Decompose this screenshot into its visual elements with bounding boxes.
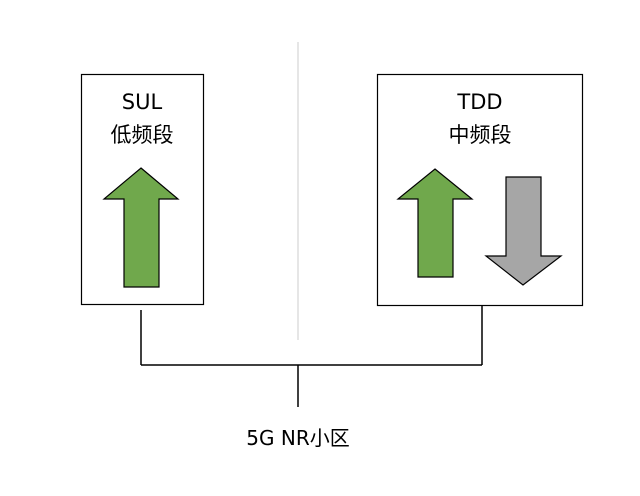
tdd-box: TDD 中频段 <box>376 73 584 307</box>
tdd-downlink-arrow-icon <box>484 176 563 286</box>
tdd-uplink-arrow-icon <box>396 168 474 278</box>
sul-uplink-arrow-icon <box>102 167 180 288</box>
tdd-box-subtitle: 中频段 <box>449 123 512 147</box>
tdd-box-title: TDD <box>456 90 502 114</box>
sul-box-title: SUL <box>122 90 163 114</box>
sul-box-subtitle: 低频段 <box>111 123 174 147</box>
cell-connector <box>140 306 483 407</box>
cell-caption: 5G NR小区 <box>246 426 349 450</box>
sul-box: SUL 低频段 <box>80 73 205 306</box>
